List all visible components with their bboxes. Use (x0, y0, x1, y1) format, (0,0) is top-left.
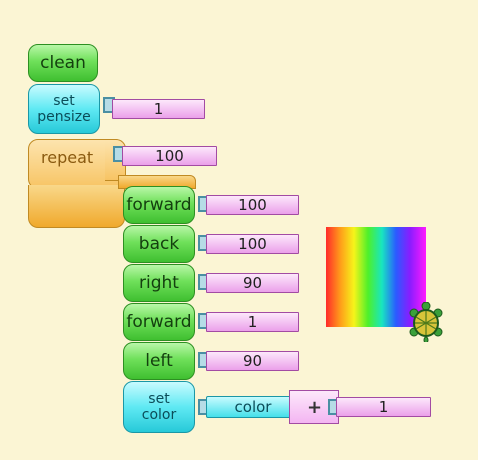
color-increment-input[interactable]: 1 (336, 397, 431, 417)
repeat-arm (28, 185, 125, 228)
back-distance-input[interactable]: 100 (206, 234, 299, 254)
set-pensize-block[interactable]: set pensize (28, 84, 100, 134)
turtle-icon (409, 302, 443, 342)
forward-block-2[interactable]: forward (123, 303, 195, 341)
plus-operator-label: + (307, 397, 323, 418)
back-label: back (138, 234, 180, 254)
color-reporter-block[interactable]: color (206, 396, 300, 418)
pensize-value-input[interactable]: 1 (112, 99, 205, 119)
left-angle-input[interactable]: 90 (206, 351, 299, 371)
forward-distance-input-2[interactable]: 1 (206, 312, 299, 332)
repeat-label: repeat (41, 148, 94, 167)
repeat-count-input[interactable]: 100 (122, 146, 217, 166)
clean-block[interactable]: clean (28, 44, 98, 82)
clean-label: clean (40, 53, 86, 73)
forward-label-2: forward (126, 312, 192, 332)
rainbow-trail (326, 227, 426, 327)
left-block[interactable]: left (123, 342, 195, 380)
back-block[interactable]: back (123, 225, 195, 263)
set-pensize-label-line1: set (53, 93, 75, 109)
left-label: left (145, 351, 173, 371)
right-block[interactable]: right (123, 264, 195, 302)
set-color-block[interactable]: set color (123, 381, 195, 433)
right-label: right (139, 273, 179, 293)
forward-block[interactable]: forward (123, 186, 195, 224)
forward-distance-input[interactable]: 100 (206, 195, 299, 215)
right-angle-input[interactable]: 90 (206, 273, 299, 293)
set-color-label-line1: set (148, 391, 170, 407)
set-pensize-label-line2: pensize (37, 109, 91, 125)
forward-label: forward (126, 195, 192, 215)
set-color-label-line2: color (141, 407, 177, 423)
